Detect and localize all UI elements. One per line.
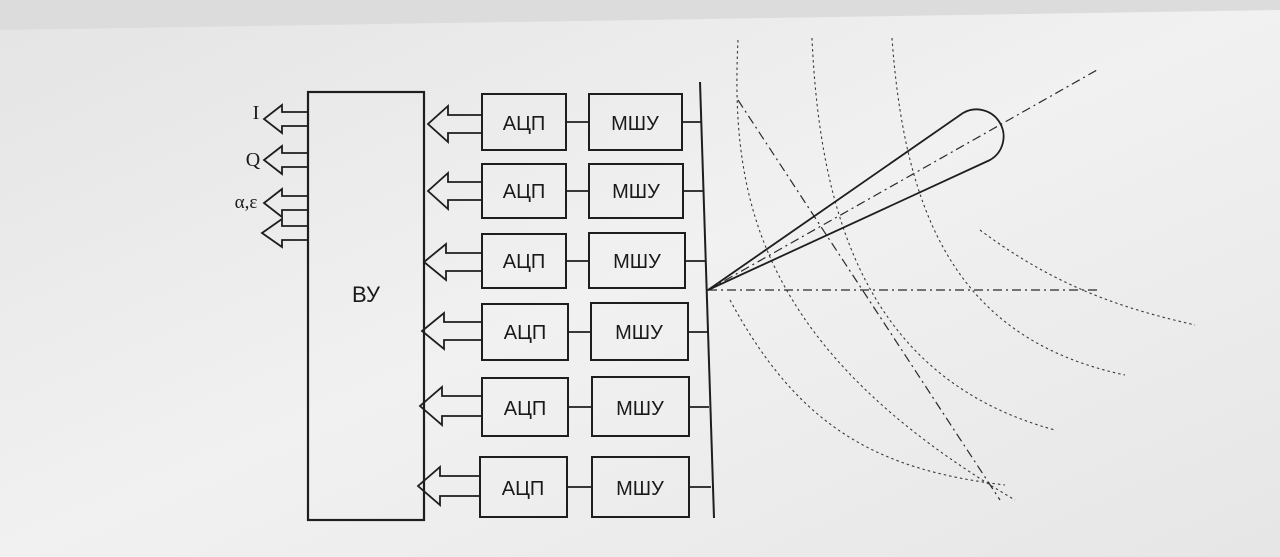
output-label-alpha-epsilon: α,ε: [235, 192, 258, 213]
adc-label: АЦП: [502, 478, 545, 500]
lna-label: МШУ: [613, 251, 661, 273]
output-arrow-i: [262, 103, 308, 135]
channel-arrow: [416, 465, 480, 507]
adc-label: АЦП: [503, 181, 546, 203]
processor-block: [306, 90, 426, 522]
paper-top-shadow: [0, 0, 1280, 30]
channel-3: АЦП МШУ: [422, 232, 705, 289]
adc-label: АЦП: [503, 251, 546, 273]
adc-label: АЦП: [503, 113, 546, 135]
processor-label: ВУ: [352, 282, 381, 307]
channel-arrow: [420, 311, 482, 351]
channel-2: АЦП МШУ: [426, 163, 703, 219]
channel-arrow: [426, 170, 482, 212]
wavefront-arc-2: [811, 37, 1056, 431]
beam-lobe: [707, 108, 1005, 291]
antenna-array: [699, 81, 715, 519]
lna-label: МШУ: [616, 478, 664, 500]
output-label-q: Q: [246, 149, 261, 171]
lna-label: МШУ: [611, 113, 659, 135]
output-arrow-alpha-epsilon: [262, 187, 308, 219]
wavefront-arc-4: [729, 299, 1006, 486]
inclined-wavefront-line: [737, 99, 1001, 501]
channel-4: АЦП МШУ: [420, 302, 708, 361]
adc-label: АЦП: [504, 398, 547, 420]
channel-arrow: [426, 103, 482, 145]
lna-label: МШУ: [615, 322, 663, 344]
wavefront-arc-1: [736, 39, 1016, 501]
output-arrow-q: [262, 144, 308, 176]
beam-axis: [707, 69, 1098, 291]
lna-label: МШУ: [616, 398, 664, 420]
channel-1: АЦП МШУ: [426, 93, 702, 151]
lna-label: МШУ: [612, 181, 660, 203]
channel-6: АЦП МШУ: [416, 456, 711, 518]
adc-label: АЦП: [504, 322, 547, 344]
output-label-i: I: [253, 102, 260, 124]
channel-5: АЦП МШУ: [418, 376, 709, 437]
output-arrow-extra: [260, 217, 308, 249]
channel-arrow: [418, 385, 482, 427]
channel-arrow: [422, 242, 482, 282]
